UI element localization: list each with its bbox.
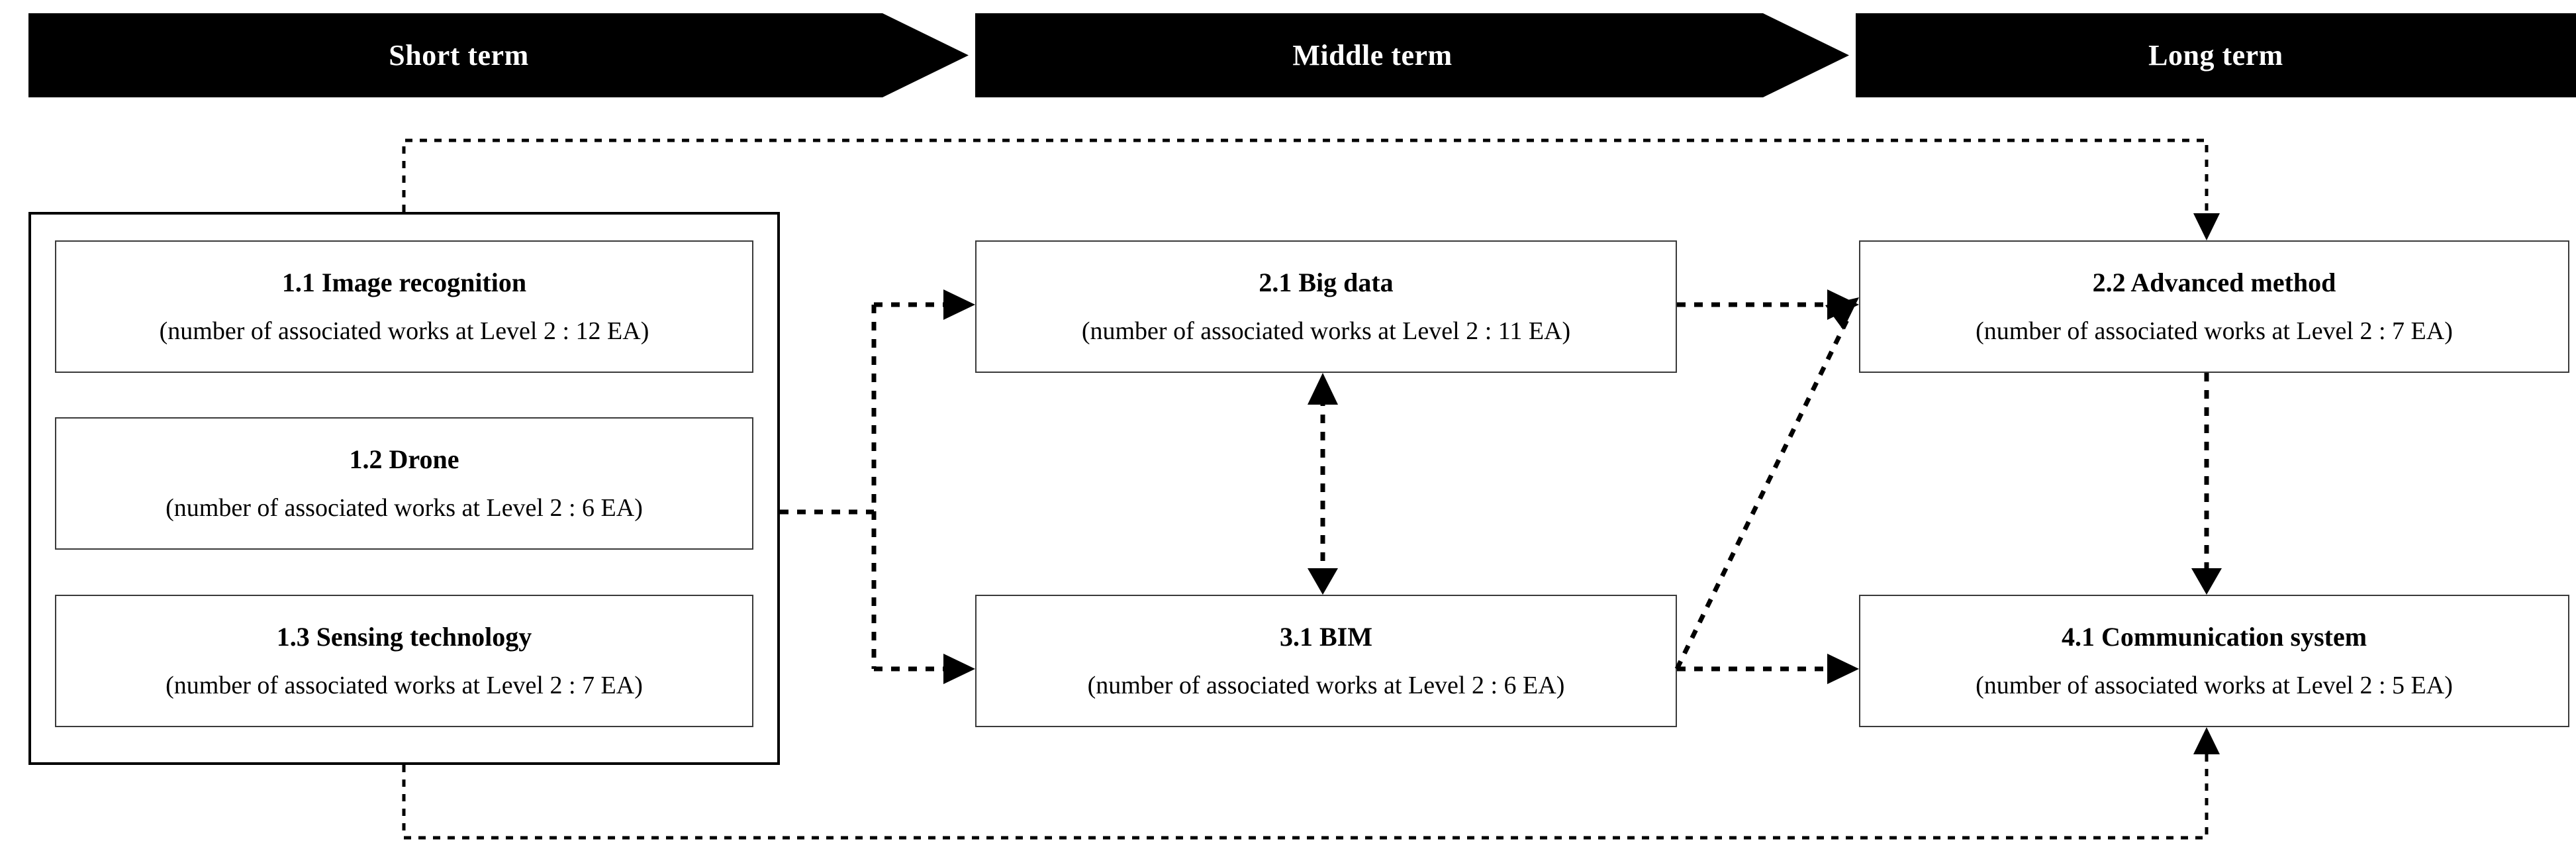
node-subtitle-1-1: (number of associated works at Level 2 :… [159, 317, 649, 345]
node-subtitle-2-2: (number of associated works at Level 2 :… [1976, 317, 2453, 345]
timeline-band-short-term: Short term [28, 13, 969, 97]
node-box-4-1-communication-system[interactable]: 4.1 Communication system (number of asso… [1859, 595, 2569, 727]
timeline-label-long-term: Long term [2148, 39, 2283, 72]
arrowhead-3-1-to-2-2 [1825, 297, 1859, 330]
node-title-3-1: 3.1 BIM [1280, 622, 1372, 652]
node-title-1-3: 1.3 Sensing technology [276, 622, 532, 652]
timeline-label-middle-term: Middle term [1292, 39, 1453, 72]
node-title-4-1: 4.1 Communication system [2061, 622, 2367, 652]
arrowhead-down-2-1-to-3-1 [1308, 568, 1338, 595]
arrowhead-group-to-4-1 [2193, 727, 2220, 754]
node-box-1-2-drone[interactable]: 1.2 Drone (number of associated works at… [55, 417, 753, 550]
node-subtitle-1-2: (number of associated works at Level 2 :… [166, 494, 643, 522]
arrowhead-group-to-2-1 [943, 289, 975, 320]
node-box-3-1-bim[interactable]: 3.1 BIM (number of associated works at L… [975, 595, 1677, 727]
timeline-label-short-term: Short term [389, 39, 529, 72]
node-title-1-1: 1.1 Image recognition [281, 268, 527, 297]
arrowhead-group-to-3-1 [943, 654, 975, 684]
arrowhead-2-2-to-4-1 [2191, 568, 2222, 595]
node-title-2-2: 2.2 Advanced method [2092, 268, 2336, 297]
node-subtitle-1-3: (number of associated works at Level 2 :… [166, 672, 643, 699]
timeline-band-long-term: Long term [1856, 13, 2576, 97]
node-box-2-2-advanced-method[interactable]: 2.2 Advanced method (number of associate… [1859, 240, 2569, 373]
arrowhead-group-to-2-2 [2193, 213, 2220, 240]
node-subtitle-3-1: (number of associated works at Level 2 :… [1087, 672, 1565, 699]
arrowhead-2-1-to-2-2 [1827, 289, 1859, 320]
node-box-1-1-image-recognition[interactable]: 1.1 Image recognition (number of associa… [55, 240, 753, 373]
connector-3-1-to-2-2-diagonal [1674, 319, 1850, 670]
timeline-band-middle-term: Middle term [975, 13, 1849, 97]
connector-group-to-2-2-top-route [402, 138, 2209, 222]
node-subtitle-4-1: (number of associated works at Level 2 :… [1976, 672, 2453, 699]
node-subtitle-2-1: (number of associated works at Level 2 :… [1081, 317, 1571, 345]
node-box-2-1-big-data[interactable]: 2.1 Big data (number of associated works… [975, 240, 1677, 373]
node-box-1-3-sensing-technology[interactable]: 1.3 Sensing technology (number of associ… [55, 595, 753, 727]
node-title-1-2: 1.2 Drone [349, 444, 459, 474]
node-title-2-1: 2.1 Big data [1259, 268, 1394, 297]
arrowhead-up-3-1-to-2-1 [1308, 373, 1338, 405]
arrowhead-3-1-to-4-1 [1827, 654, 1859, 684]
